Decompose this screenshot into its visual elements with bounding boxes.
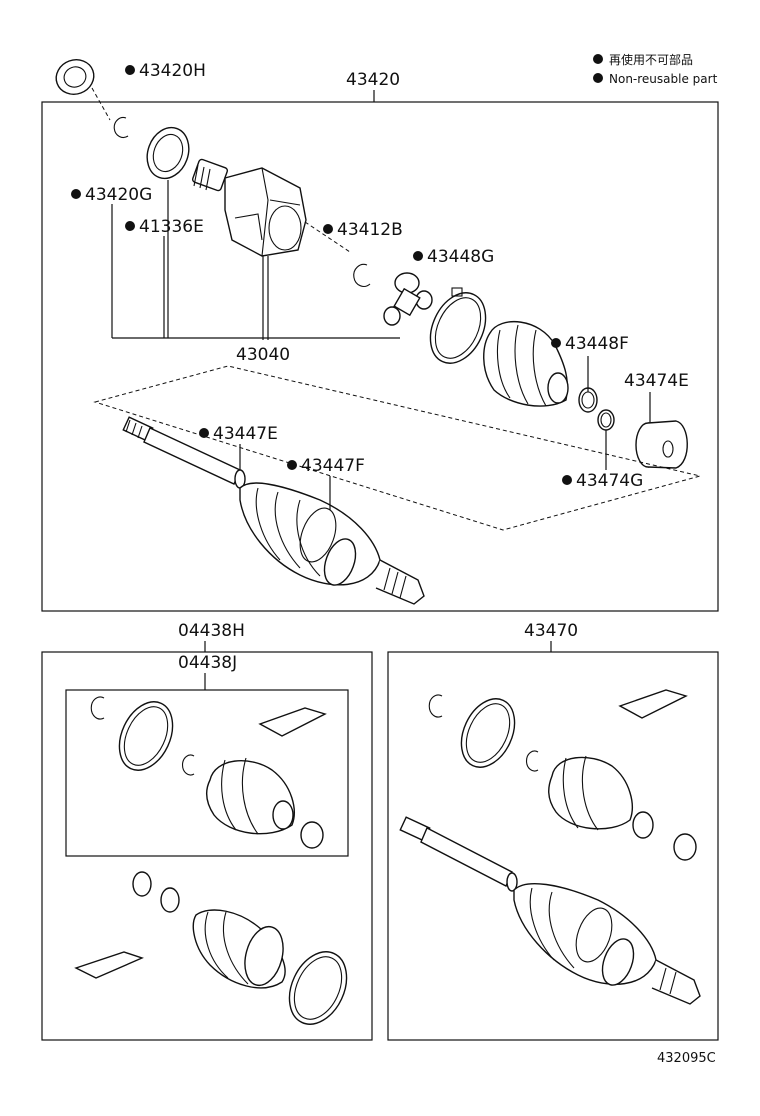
label-43040: 43040	[236, 345, 290, 365]
label-04438J: 04438J	[178, 653, 237, 673]
label-43447F: 43447F	[301, 456, 365, 476]
bracket-43040	[111, 180, 400, 340]
legend: 再使用不可部品 Non-reusable part	[593, 52, 718, 86]
outboard-kit-parts	[428, 689, 697, 861]
non-reusable-dot-icon	[125, 221, 135, 231]
snap-ring-43412B	[353, 263, 371, 287]
legend-dot-icon	[593, 73, 603, 83]
dashed-leader	[91, 87, 111, 121]
inboard-boot	[483, 320, 569, 407]
shaft-subassembly-outline	[93, 365, 701, 531]
label-43474E: 43474E	[624, 371, 689, 391]
label-43447E: 43447E	[213, 424, 278, 444]
boot-kit-frame-04438J	[65, 689, 349, 857]
non-reusable-dot-icon	[287, 460, 297, 470]
boot-clamp-43448G	[429, 287, 487, 364]
label-43470: 43470	[524, 621, 578, 641]
legend-line-2: Non-reusable part	[609, 72, 718, 86]
label-43474G: 43474G	[576, 471, 643, 491]
kit-04438H-parts	[74, 871, 348, 1025]
tripod-joint	[383, 272, 433, 326]
kit-04438J-parts	[90, 696, 327, 849]
damper-43474E	[635, 420, 688, 469]
non-reusable-dot-icon	[71, 189, 81, 199]
non-reusable-dot-icon	[413, 251, 423, 261]
label-43420G: 43420G	[85, 185, 152, 205]
clamp-43474G	[597, 409, 615, 431]
inboard-joint-housing-43040	[191, 158, 307, 257]
oil-seal-43420H	[55, 59, 95, 95]
outboard-shaft	[399, 816, 701, 1005]
non-reusable-dot-icon	[125, 65, 135, 75]
label-43412B: 43412B	[337, 220, 403, 240]
non-reusable-dot-icon	[199, 428, 209, 438]
legend-dot-icon	[593, 54, 603, 64]
non-reusable-dot-icon	[562, 475, 572, 485]
reference-code: 432095C	[657, 1051, 716, 1066]
small-clamp-43448F	[578, 387, 598, 413]
label-43420: 43420	[346, 70, 400, 90]
non-reusable-dot-icon	[551, 338, 561, 348]
label-43420H: 43420H	[139, 61, 206, 81]
drive-shaft-outboard	[122, 416, 425, 605]
snap-ring-43420G	[113, 116, 129, 139]
label-43448F: 43448F	[565, 334, 629, 354]
legend-line-1: 再使用不可部品	[609, 52, 693, 67]
label-43448G: 43448G	[427, 247, 494, 267]
label-41336E: 41336E	[139, 217, 204, 237]
seal-41336E	[146, 126, 190, 180]
non-reusable-dot-icon	[323, 224, 333, 234]
label-04438H: 04438H	[178, 621, 245, 641]
dashed-leader	[304, 221, 351, 253]
main-assembly-frame	[41, 101, 719, 612]
boot-kit-frame-04438H	[41, 651, 373, 1041]
outboard-joint-frame-43470	[387, 651, 719, 1041]
